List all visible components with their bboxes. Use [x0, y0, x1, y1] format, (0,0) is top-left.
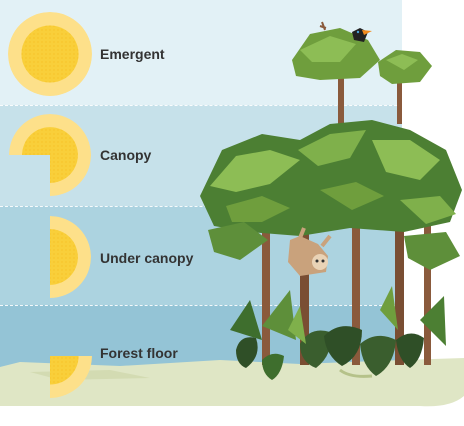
branch: [319, 21, 327, 31]
layer-label-emergent: Emergent: [100, 46, 165, 62]
sloth-icon: [288, 227, 332, 276]
divider: [0, 206, 402, 207]
tree-icon: [292, 28, 432, 130]
layer-label-under-canopy: Under canopy: [100, 250, 194, 266]
sun-icon: [50, 216, 91, 298]
canopy-trees: [200, 120, 462, 365]
sun-icon: [8, 12, 92, 96]
sun-icon: [9, 114, 91, 196]
ground: [0, 358, 464, 407]
divider: [0, 305, 402, 306]
sun-icon: [50, 356, 92, 398]
layer-label-canopy: Canopy: [100, 147, 152, 163]
layer-label-forest-floor: Forest floor: [100, 345, 178, 361]
plant-icon: [230, 286, 446, 380]
divider: [0, 105, 402, 106]
toucan-icon: [352, 28, 372, 42]
